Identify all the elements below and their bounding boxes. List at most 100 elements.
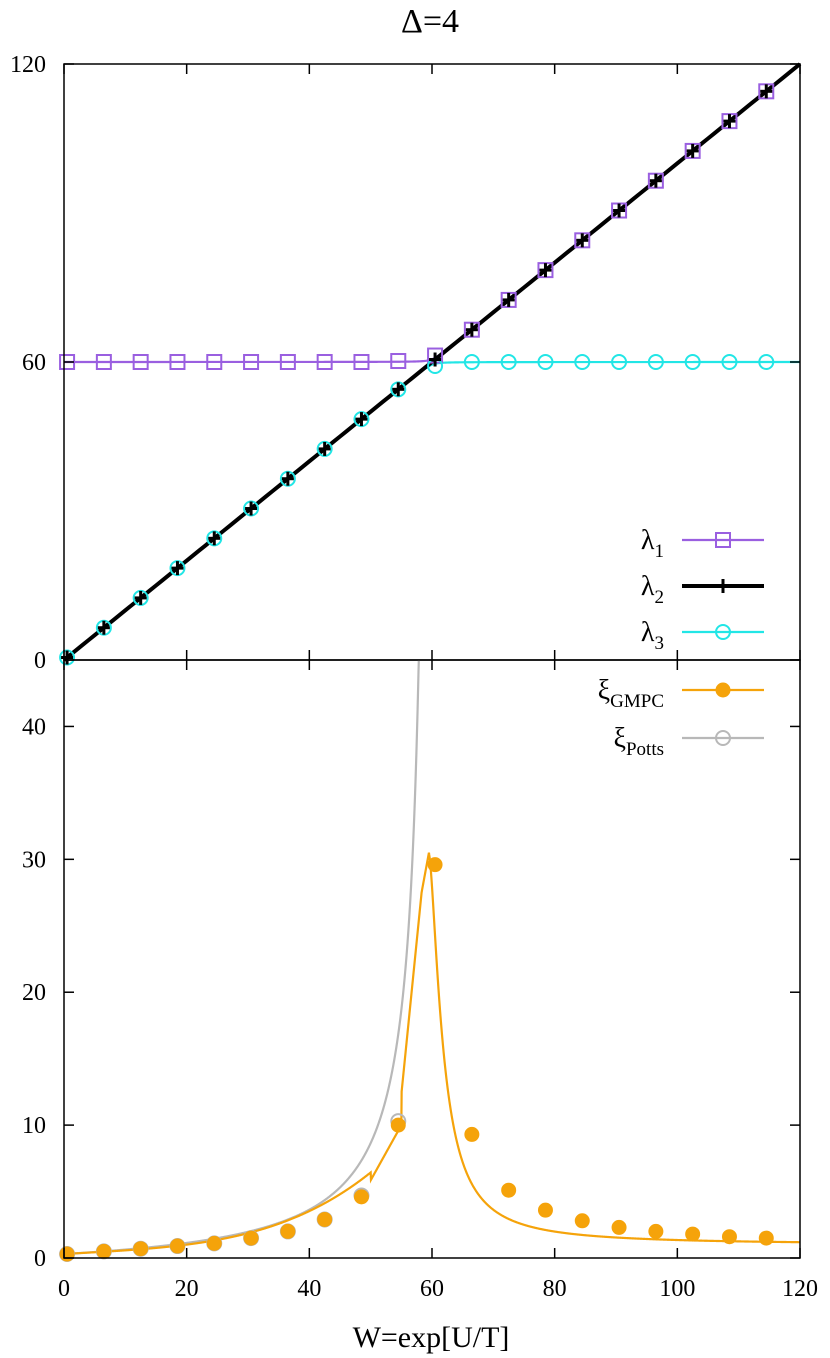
lambda1-point (279, 354, 296, 370)
legend-marker (715, 624, 731, 640)
xi-gmpc-point (501, 1182, 517, 1198)
bottom-axes: 0 10 20 30 40 0 20 40 60 80 100 120 (22, 659, 818, 1302)
legend-label: λ1 (641, 525, 664, 562)
legend-entry-3: λ3 (641, 617, 764, 654)
lambda1-point (316, 354, 333, 370)
xi-potts-curve (63, 659, 420, 1256)
xi-gmpc-curve (63, 852, 800, 1256)
lambda3-point (647, 354, 664, 370)
bottom-x-tick-label: 20 (175, 1276, 199, 1302)
lambda3-point (463, 354, 480, 370)
lambda1-point (95, 354, 112, 370)
top-y-tick-label: 120 (10, 52, 46, 78)
xi-gmpc-point (648, 1223, 664, 1239)
lambda1-point (390, 353, 407, 370)
lambda2-point (723, 114, 736, 129)
lambda2-point (355, 412, 368, 427)
lambda2-point (134, 590, 147, 605)
legend-label: λ3 (641, 617, 664, 654)
legend-marker (715, 532, 731, 548)
xi-gmpc-point (537, 1202, 553, 1218)
lambda2-point (539, 263, 552, 278)
bottom-x-tick-label: 100 (659, 1276, 695, 1302)
xi-gmpc-point (721, 1229, 737, 1245)
legend-marker (715, 682, 731, 698)
lambda3-point (611, 354, 628, 370)
bottom-y-tick-label: 10 (22, 1113, 46, 1139)
bottom-x-tick-label: 80 (543, 1276, 567, 1302)
top-panel: 0 60 120 λ1 λ2 λ3 (10, 52, 802, 674)
legend-label: ξPotts (613, 723, 664, 760)
lambda3-curve (63, 360, 800, 661)
xi-gmpc-point (206, 1235, 222, 1251)
xi-gmpc-point (758, 1230, 774, 1246)
xi-gmpc-point (317, 1211, 333, 1227)
bottom-x-tick-label: 120 (782, 1276, 818, 1302)
xi-gmpc-point (464, 1126, 480, 1142)
xi-gmpc-point (353, 1189, 369, 1205)
legend-entry-2: λ2 (641, 571, 764, 608)
xi-gmpc-point (574, 1213, 590, 1229)
xi-gmpc-point (611, 1219, 627, 1235)
lambda2-point (429, 352, 442, 367)
lambda2-point (392, 382, 405, 397)
xi-gmpc-point (685, 1226, 701, 1242)
top-legend: λ1 λ2 λ3 (641, 525, 764, 654)
xi-gmpc-point (59, 1246, 75, 1262)
xi-gmpc-point (427, 857, 443, 873)
top-y-tick-label: 60 (22, 350, 46, 376)
top-series-markers (59, 83, 775, 666)
lambda2-point (61, 650, 74, 665)
lambda2-point (649, 173, 662, 188)
lambda3-point (537, 354, 554, 370)
bottom-legend: ξGMPC ξPotts (598, 675, 764, 760)
lambda1-curve (64, 63, 801, 364)
bottom-y-tick-label: 40 (22, 714, 46, 740)
lambda2-point (613, 203, 626, 218)
lambda2-point (576, 233, 589, 248)
lambda3-point (574, 354, 591, 370)
lambda2-point (465, 322, 478, 337)
lambda2-point (208, 531, 221, 546)
lambda3-point (500, 354, 517, 370)
lambda2-point (171, 561, 184, 576)
lambda1-point (169, 354, 186, 370)
bottom-y-tick-label: 20 (22, 980, 46, 1006)
xi-gmpc-point (280, 1223, 296, 1239)
lambda2-point (281, 471, 294, 486)
lambda1-point (243, 354, 260, 370)
lambda2-point (502, 292, 515, 307)
xi-gmpc-point (96, 1243, 112, 1259)
lambda3-point (758, 354, 775, 370)
bottom-series-curves (63, 659, 800, 1256)
bottom-panel: 0 10 20 30 40 0 20 40 60 80 100 120 ξGMPC ξPotts (22, 659, 818, 1302)
legend-entry-1: λ1 (641, 525, 764, 562)
legend-entry-gmpc: ξGMPC (598, 675, 764, 712)
legend-label: ξGMPC (598, 675, 664, 712)
xi-gmpc-point (390, 1117, 406, 1133)
lambda1-point (59, 354, 76, 370)
legend-label: λ2 (641, 571, 664, 608)
legend-marker (717, 579, 729, 593)
bottom-x-tick-label: 40 (297, 1276, 321, 1302)
xi-gmpc-point (243, 1230, 259, 1246)
chart-title: Δ=4 (401, 3, 459, 40)
bottom-x-tick-label: 60 (420, 1276, 444, 1302)
lambda3-point (684, 354, 701, 370)
lambda2-point (686, 143, 699, 158)
lambda2-point (245, 501, 258, 516)
x-axis-label: W=exp[U/T] (353, 1321, 510, 1354)
xi-gmpc-point (133, 1241, 149, 1257)
xi-gmpc-point (169, 1238, 185, 1254)
bottom-y-tick-label: 30 (22, 847, 46, 873)
lambda2-point (97, 620, 110, 635)
bottom-x-tick-label: 0 (58, 1276, 70, 1302)
lambda2-point (318, 441, 331, 456)
lambda1-point (132, 354, 149, 370)
lambda1-point (353, 354, 370, 370)
lambda1-point (206, 354, 223, 370)
lambda2-point (760, 84, 773, 99)
top-y-tick-label: 0 (34, 648, 46, 674)
bottom-y-tick-label: 0 (34, 1246, 46, 1272)
